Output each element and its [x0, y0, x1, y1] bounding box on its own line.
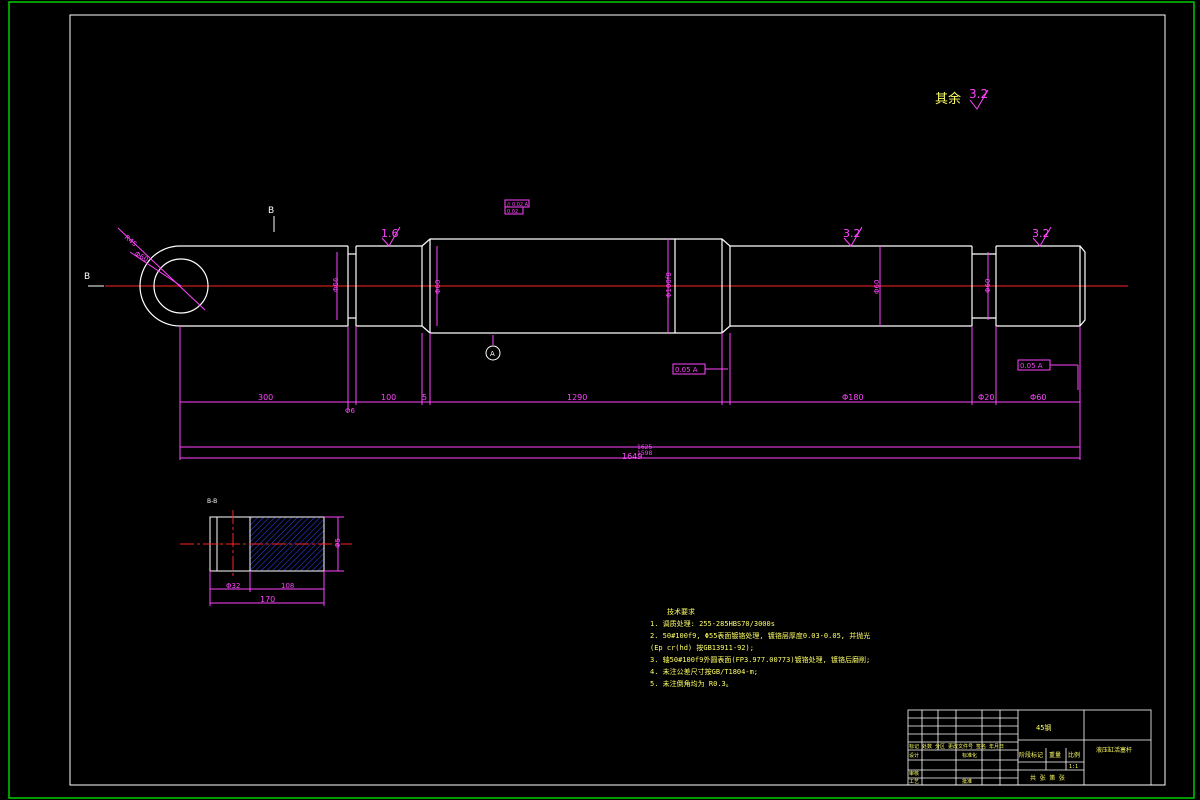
outer-border	[8, 1, 1195, 799]
dim-shaft-c: Φ100f8	[665, 272, 673, 298]
tb-stage: 阶段标记	[1019, 751, 1043, 759]
dim-len-20: Φ20	[978, 393, 994, 402]
dim-len-60: Φ60	[1030, 393, 1046, 402]
title-block-texts: 45钢 液压缸活塞杆 标记 处数 分区 更改文件号 签名 年月日 设计 标准化 …	[909, 723, 1132, 785]
tol-top-2: 0.02	[507, 209, 518, 215]
tb-standard: 标准化	[962, 752, 977, 759]
notes-line-3: (Ep cr(hd) 按GB13911-92);	[650, 643, 754, 652]
dim-len-300: 300	[258, 393, 273, 402]
tol-mid: 0.05 A	[675, 366, 698, 374]
tolerance-frames: // 0.02 A 0.02 0.05 A 0.05 A A	[485, 199, 1051, 375]
tb-review: 审核	[909, 770, 919, 777]
dim-len-1290: 1290	[567, 393, 587, 402]
notes-line-2: 2. 50#100f9, Φ55表面镀铬处理, 镀铬层厚度0.03-0.05, …	[650, 631, 870, 640]
section-b-top: B	[268, 206, 274, 216]
dim-shaft-a: Φ66	[332, 277, 340, 292]
notes-line-4: 3. 轴50#100f9外圆表面(FP3.977.00773)镀铬处理, 镀铬后…	[650, 655, 870, 664]
tol-top-1: // 0.02 A	[507, 202, 529, 208]
bb-len-2: 108	[281, 582, 294, 590]
dim-len-6: Φ6	[345, 407, 356, 415]
technical-notes: 技术要求 1. 调质处理: 255-285HBS70/3000s 2. 50#1…	[650, 607, 870, 688]
bb-diameter: Φ5	[334, 538, 342, 548]
bb-total: 170	[260, 595, 275, 604]
bb-len-1: Φ32	[226, 582, 240, 590]
notes-line-1: 1. 调质处理: 255-285HBS70/3000s	[650, 619, 775, 628]
tb-material: 45钢	[1036, 723, 1051, 732]
title-block	[907, 709, 1152, 786]
section-bb-label: B-B	[207, 498, 217, 505]
tb-scale-value: 1:1	[1069, 764, 1078, 770]
dim-total-top2: 1598	[637, 450, 652, 457]
dimension-lines	[117, 227, 1081, 460]
roughness-general-label: 其余	[935, 91, 961, 107]
dim-len-100: 100	[381, 393, 396, 402]
dim-shaft-d: Φ60	[873, 280, 881, 294]
tb-design: 设计	[909, 752, 919, 759]
notes-line-6: 5. 未注倒角均为 R0.3。	[650, 679, 733, 688]
dim-total: 1649	[622, 452, 642, 461]
roughness-general: 其余 3.2	[935, 87, 989, 110]
tb-weight: 重量	[1049, 751, 1061, 759]
notes-title: 技术要求	[667, 607, 695, 616]
roughness-marks: 1.6 3.2 3.2	[381, 226, 1052, 247]
section-b-left: B	[84, 272, 90, 282]
tb-process: 工艺	[909, 779, 919, 785]
tb-approve: 批准	[962, 778, 972, 785]
section-view-bb: B-B Φ5 Φ32 108 170	[180, 498, 352, 606]
tb-part-name: 液压缸活塞杆	[1096, 746, 1132, 754]
tb-scale: 比例	[1068, 751, 1080, 759]
datum-label: A	[490, 350, 495, 358]
section-marks: B B	[84, 206, 275, 287]
dim-len-180: Φ180	[842, 393, 864, 402]
dim-total-top: 1625	[637, 444, 652, 451]
dim-shaft-b: Φ60	[434, 280, 442, 294]
notes-line-5: 4. 未注公差尺寸按GB/T1804-m;	[650, 667, 758, 676]
dim-len-5: 5	[422, 393, 427, 402]
shaft-outline	[139, 238, 1086, 334]
tb-header-row: 标记 处数 分区 更改文件号 签名 年月日	[909, 743, 1004, 750]
tol-right: 0.05 A	[1020, 362, 1043, 370]
inner-frame	[69, 14, 1166, 786]
dim-shaft-e: Φ60	[984, 279, 992, 293]
tb-sheets: 共 张 第 张	[1030, 774, 1065, 782]
